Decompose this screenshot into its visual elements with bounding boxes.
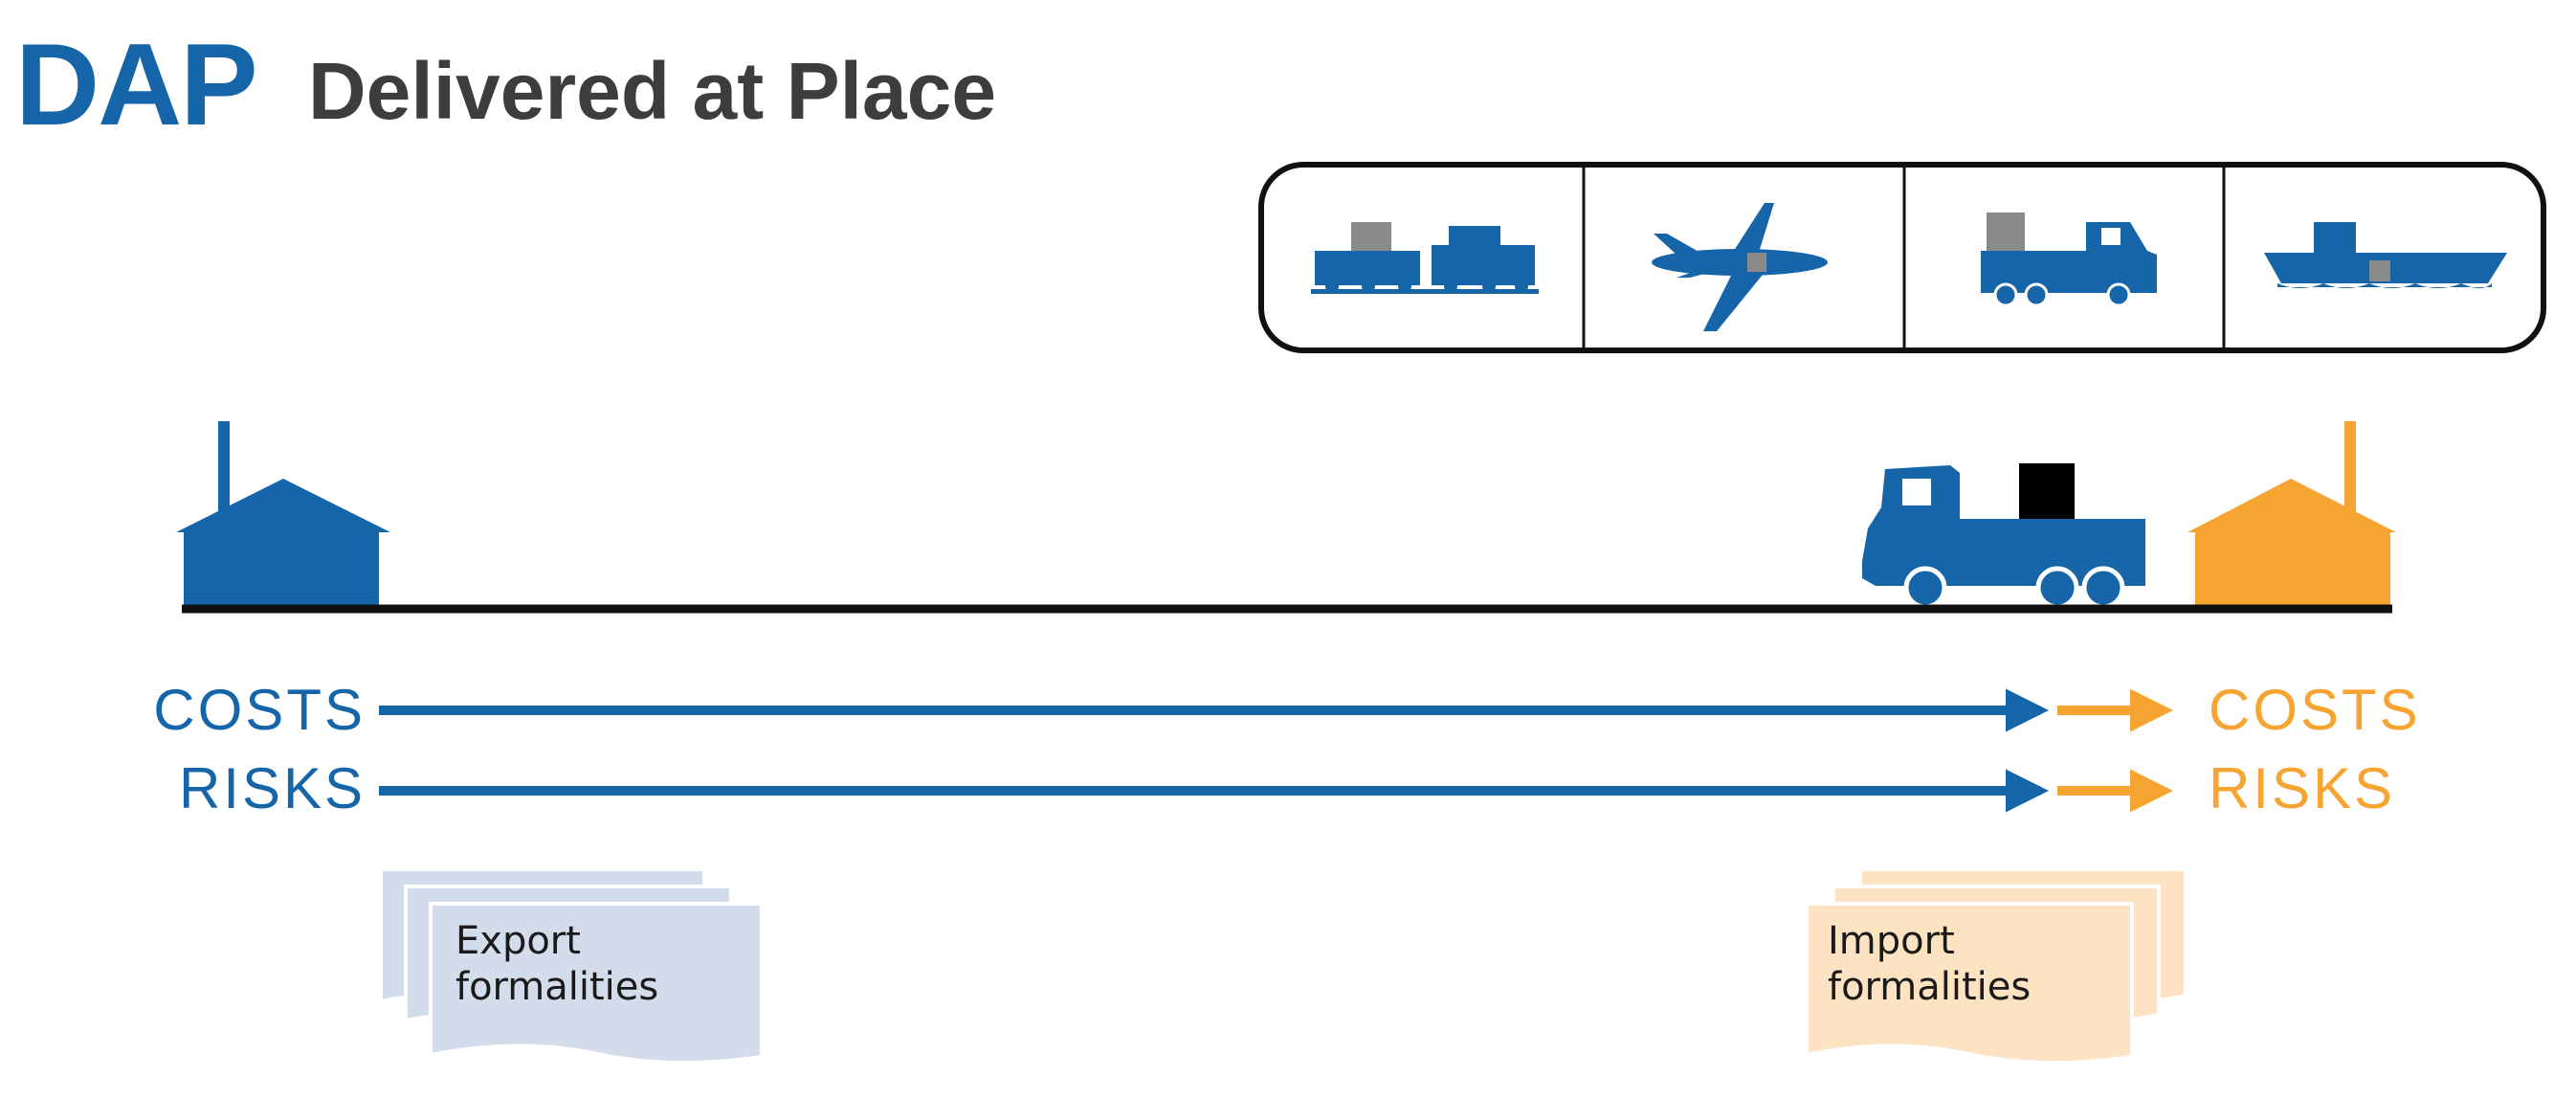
train-icon	[1311, 222, 1539, 294]
import-formalities-document: Import formalities	[1805, 867, 2187, 1065]
seller-costs-label: COSTS	[153, 678, 366, 742]
airplane-icon	[1652, 203, 1828, 331]
import-doc-line1: Import	[1828, 919, 1955, 963]
title-abbreviation: DAP	[15, 19, 256, 149]
title-full-name: Delivered at Place	[308, 46, 996, 136]
buyer-risks-label: RISKS	[2209, 756, 2395, 820]
buyer-costs-label: COSTS	[2209, 678, 2421, 742]
seller-factory-icon	[176, 421, 390, 607]
export-doc-line2: formalities	[455, 965, 658, 1009]
truck-icon	[1981, 213, 2157, 307]
export-formalities-document: Export formalities	[379, 867, 764, 1065]
delivery-truck-icon	[1862, 463, 2145, 610]
transport-modes-panel	[1258, 162, 2546, 353]
import-doc-line2: formalities	[1828, 965, 2031, 1009]
seller-risks-label: RISKS	[179, 756, 366, 820]
export-doc-line1: Export	[455, 919, 581, 963]
ship-icon	[2264, 222, 2507, 288]
buyer-factory-icon	[2187, 421, 2396, 607]
